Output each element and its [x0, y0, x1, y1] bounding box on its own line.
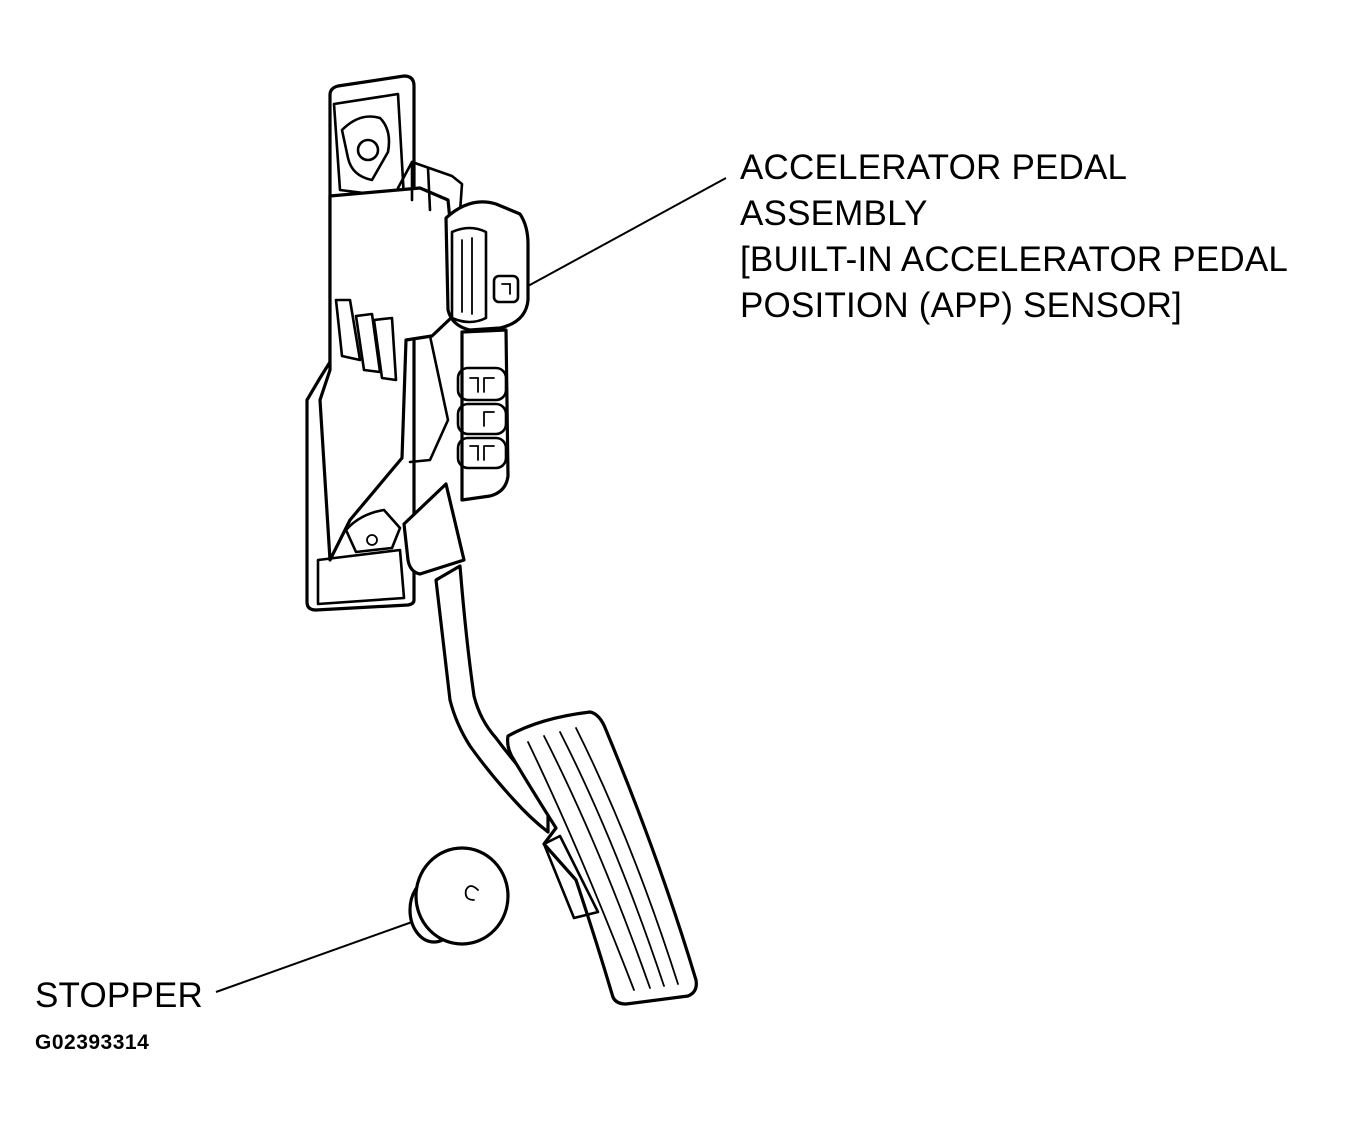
assembly-label-line-4: POSITION (APP) SENSOR] — [740, 286, 1182, 325]
connector-stack — [456, 328, 510, 502]
assembly-label-line-3: [BUILT-IN ACCELERATOR PEDAL — [740, 240, 1289, 279]
stopper-leader-line — [215, 921, 413, 993]
app-sensor — [444, 200, 530, 332]
assembly-leader-line — [527, 177, 727, 287]
assembly-label-line-2: ASSEMBLY — [740, 194, 928, 233]
stopper-part — [408, 846, 510, 946]
pedal-arm — [402, 482, 550, 834]
pedal-housing — [318, 160, 472, 562]
stopper-label: STOPPER — [35, 976, 204, 1015]
pedal-pad — [506, 710, 698, 1006]
assembly-label-line-1: ACCELERATOR PEDAL — [740, 148, 1128, 187]
assembly-label: ACCELERATOR PEDAL ASSEMBLY [BUILT-IN ACC… — [740, 145, 1288, 329]
figure-id: G02393314 — [35, 1031, 150, 1054]
